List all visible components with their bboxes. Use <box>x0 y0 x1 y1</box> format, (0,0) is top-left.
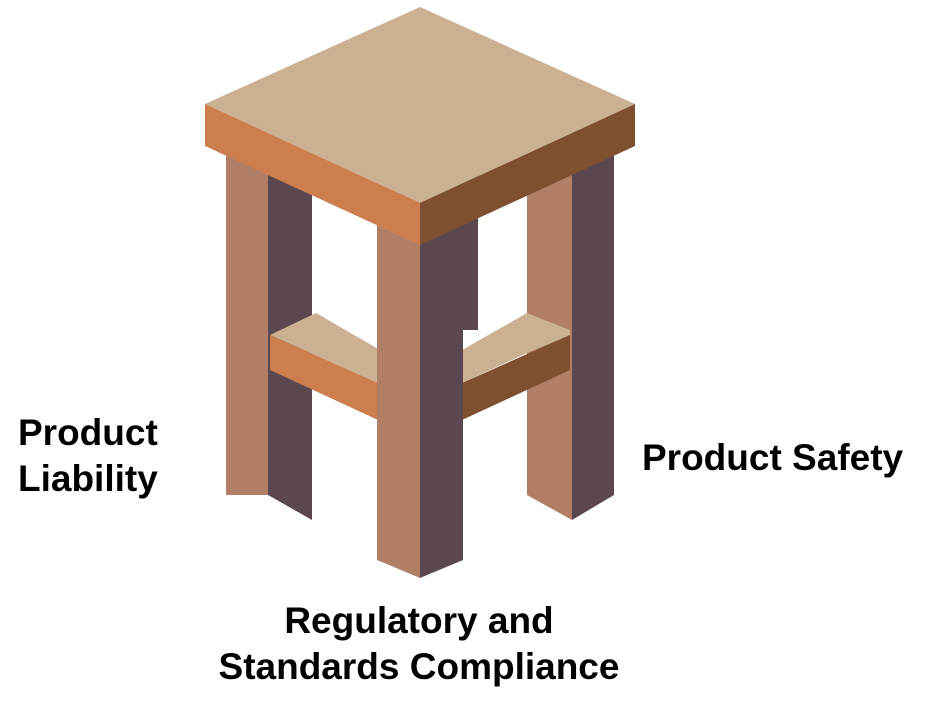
label-regulatory-compliance: Regulatory and Standards Compliance <box>0 598 838 691</box>
label-product-liability-line1: Product <box>18 412 158 453</box>
label-product-liability: Product Liability <box>18 410 158 503</box>
front-leg <box>377 225 463 578</box>
right-rung <box>462 313 570 420</box>
seat <box>205 7 635 245</box>
label-regulatory-compliance-line1: Regulatory and <box>284 600 554 641</box>
label-product-liability-line2: Liability <box>18 458 158 500</box>
label-regulatory-compliance-line2: Standards Compliance <box>218 646 620 688</box>
label-product-safety: Product Safety <box>642 437 904 478</box>
